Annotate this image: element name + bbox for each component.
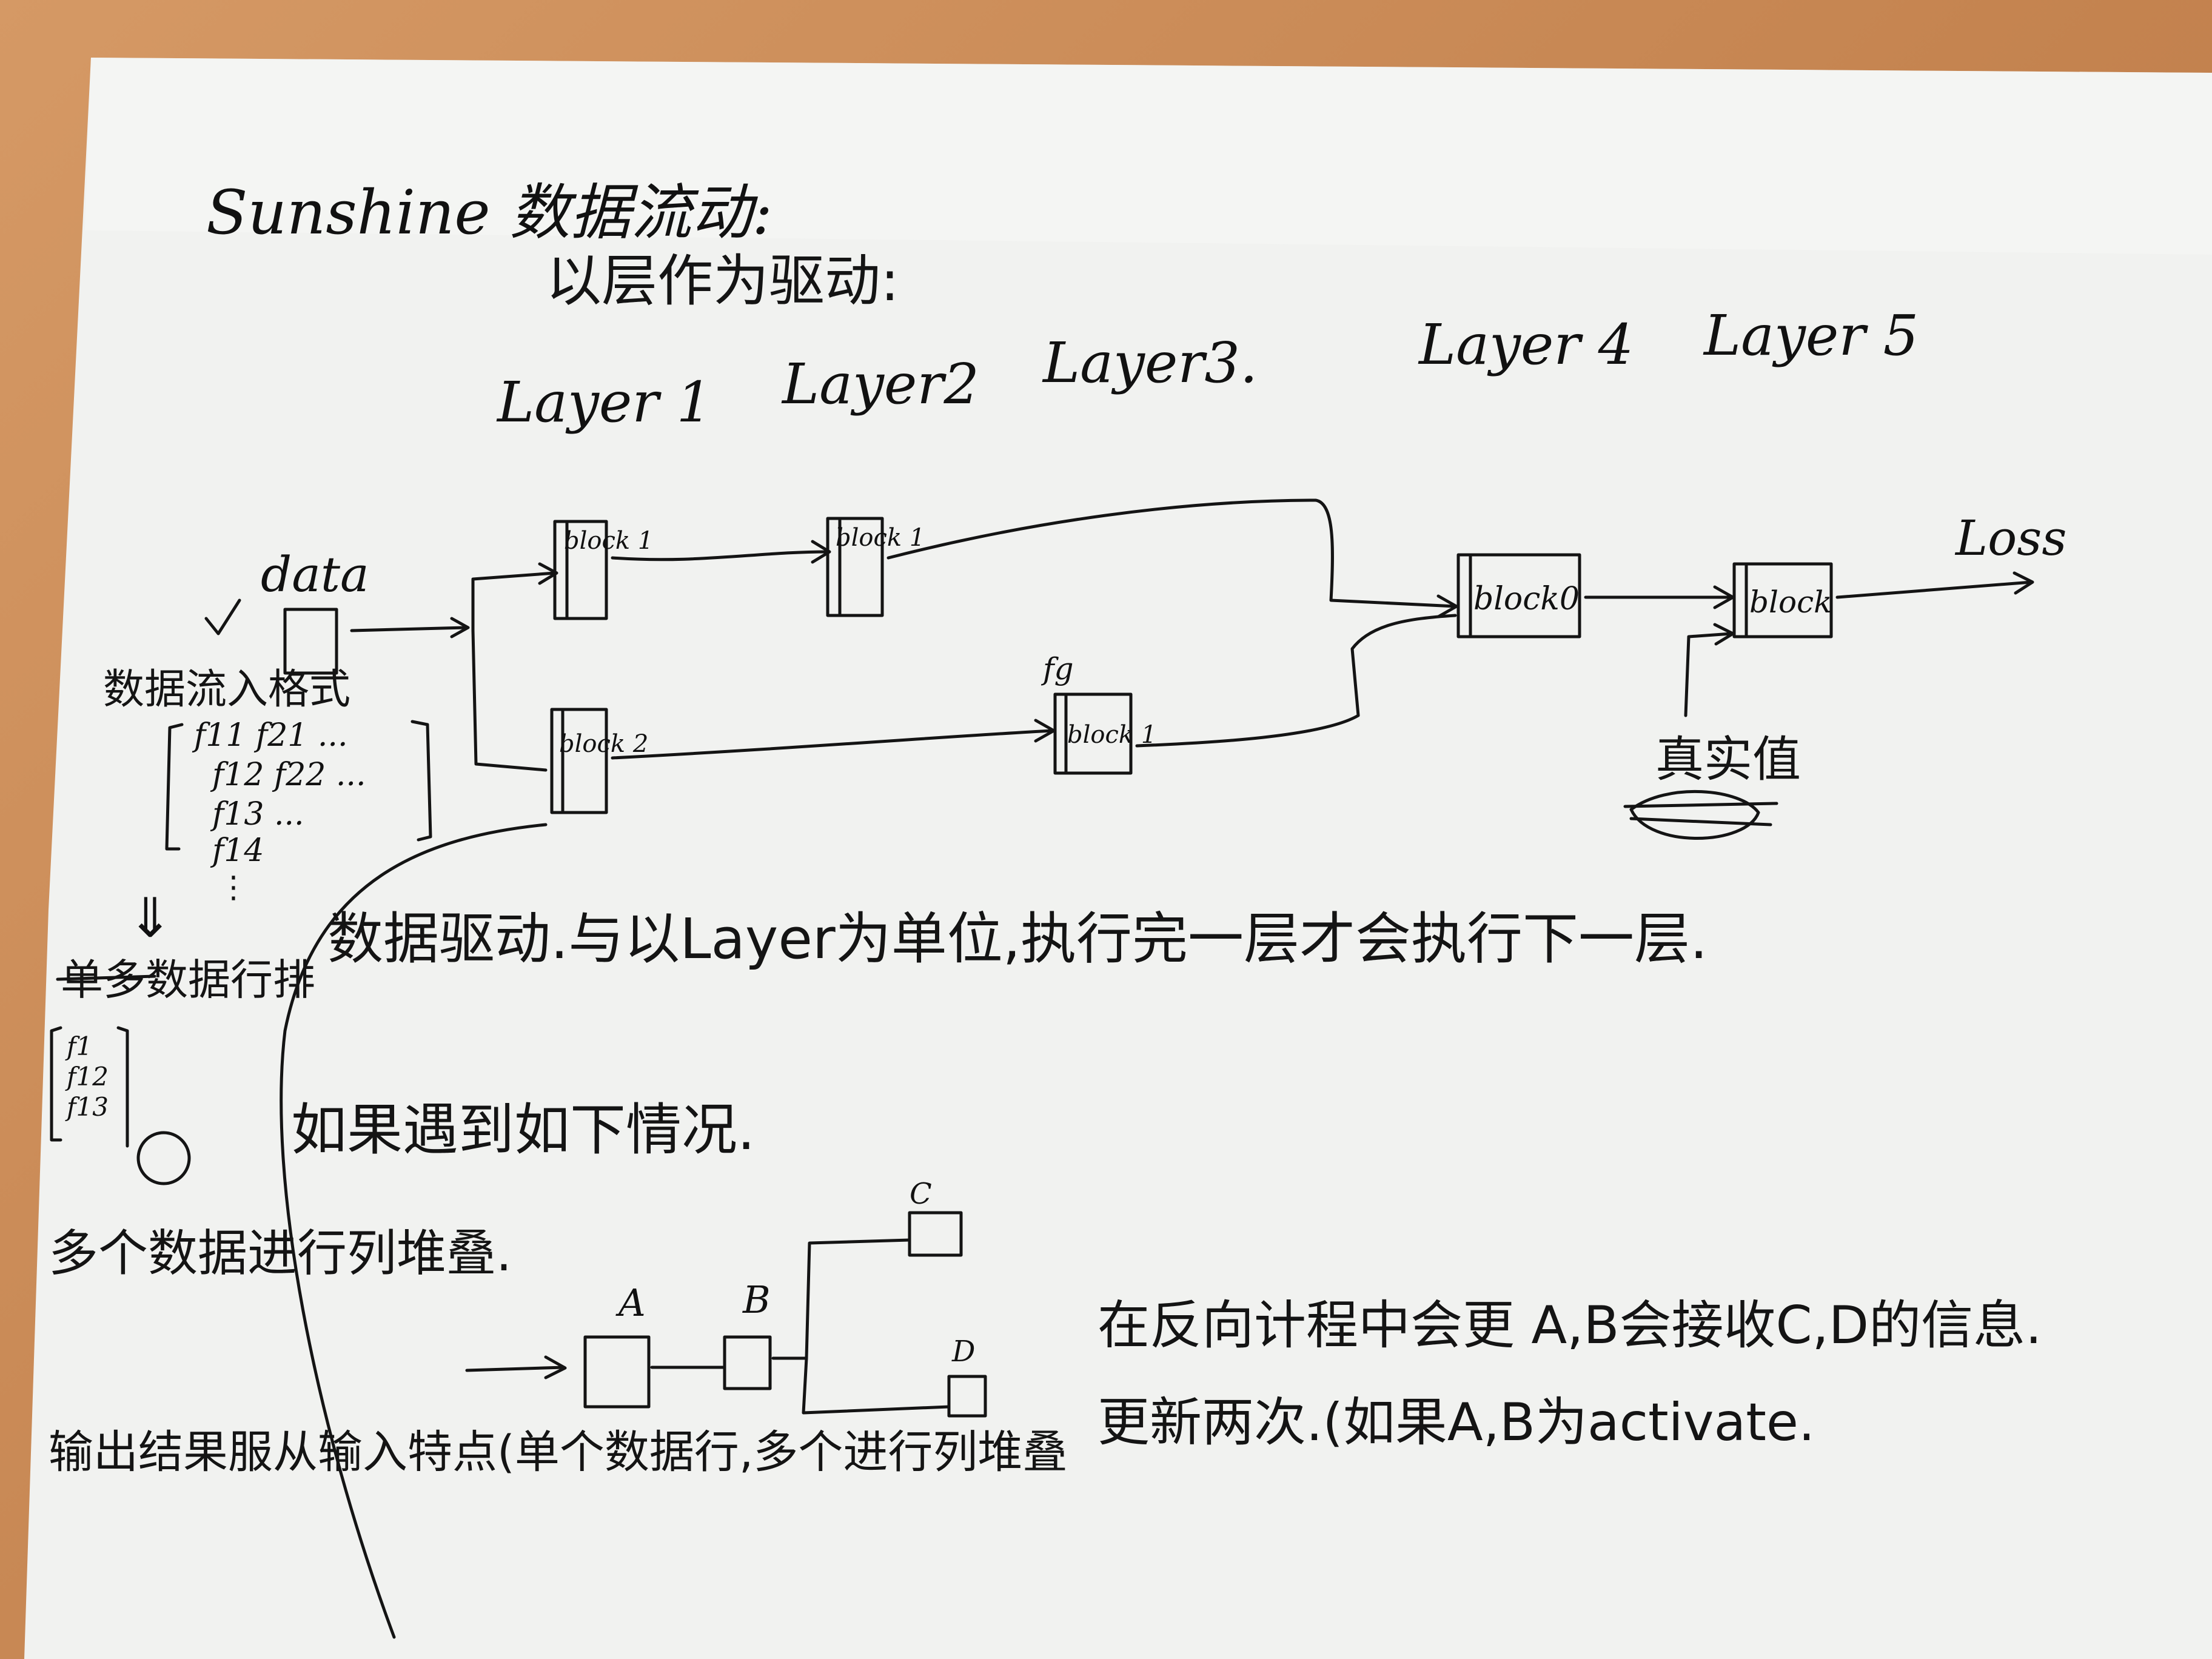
data-node	[283, 608, 338, 675]
check-mark	[204, 598, 241, 635]
block-layer2	[826, 517, 884, 617]
node-a-label: A	[615, 1281, 646, 1325]
matrix-ellipsis: ⋮	[218, 870, 249, 905]
block-layer3	[1053, 692, 1133, 775]
reverse-note-line-1: 在反向计程中会更 A,B会接收C,D的信息.	[1098, 1295, 2042, 1356]
diagram-title: Sunshine 数据流动:	[206, 177, 773, 248]
node-a	[583, 1335, 651, 1409]
multi-data-text: 多个数据进行列堆叠.	[49, 1225, 512, 1282]
data-label: data	[261, 546, 369, 603]
block1-layer1-label: block 1	[564, 527, 653, 555]
edge-truth-to-layer5	[1684, 632, 1733, 717]
data-driven-note: 数据驱动.与以Layer为单位,执行完一层才会执行下一层.	[327, 907, 1708, 971]
block-layer5	[1732, 562, 1833, 638]
block1-layer1	[553, 520, 608, 620]
matrix-row-4: f14	[210, 833, 264, 869]
input-format-label: 数据流入格式	[103, 666, 350, 714]
layer-label-2: Layer2	[781, 352, 979, 417]
block2-layer1	[550, 708, 608, 814]
output-result-text: 输出结果服从输入特点(单个数据行,多个进行列堆叠	[49, 1426, 1067, 1478]
node-d-label: D	[951, 1335, 975, 1369]
matrix-row-2: f12 f22 ...	[210, 757, 366, 793]
edge-layer2-to-block0	[886, 498, 1457, 608]
example-input-arrow	[465, 1366, 566, 1372]
matrix-row-3: f13 ...	[210, 796, 304, 833]
circle-mark	[136, 1131, 191, 1185]
node-b	[723, 1335, 772, 1390]
block0-label: block0	[1473, 581, 1580, 617]
edge-b-to-d	[802, 1356, 951, 1415]
edge-split-to-block2	[471, 629, 548, 772]
node-d	[947, 1375, 987, 1418]
edge-split-to-block1	[471, 571, 557, 632]
block-layer5-label: block	[1749, 585, 1832, 620]
loss-label: Loss	[1954, 510, 2066, 566]
situation-note: 如果遇到如下情况.	[291, 1098, 755, 1162]
node-c-label: C	[910, 1177, 932, 1211]
edge-layer5-to-loss	[1835, 580, 2033, 599]
node-b-label: B	[742, 1278, 771, 1322]
diagram-subtitle: 以层作为驱动:	[546, 249, 899, 313]
block0-layer4	[1456, 553, 1581, 638]
matrix-bracket-right	[411, 720, 432, 842]
mini-matrix-bracket	[50, 1026, 62, 1142]
mini-matrix-row-2: f12	[65, 1062, 109, 1091]
mini-matrix-row-3: f13	[65, 1092, 109, 1122]
matrix-bracket-left	[165, 723, 184, 851]
edge-data-to-split	[350, 626, 469, 632]
layer-label-3: Layer3.	[1042, 330, 1258, 395]
true-value-label: 真实值	[1655, 731, 1801, 788]
paper-surface	[24, 58, 2212, 1659]
block2-layer1-label: block 2	[559, 730, 648, 758]
matrix-row-1: f11 f21 ...	[192, 717, 347, 754]
edge-layer3-to-block0	[1135, 614, 1457, 748]
single-data-text: 单多数据行排	[61, 955, 315, 1005]
node-c	[908, 1211, 963, 1257]
layer-label-1: Layer 1	[496, 370, 712, 435]
mini-matrix-row-1: f1	[65, 1031, 92, 1061]
layer-label-4: Layer 4	[1418, 312, 1634, 377]
fg-label: fg	[1041, 651, 1074, 686]
reverse-note-line-2: 更新两次.(如果A,B为activate.	[1098, 1392, 1815, 1453]
scribble-struck-text	[1629, 789, 1760, 840]
edge-block2-to-layer3	[611, 729, 1054, 760]
double-down-arrow: ⇓	[127, 886, 173, 950]
edge-block1-to-layer2	[611, 550, 830, 561]
layer-label-5: Layer 5	[1703, 303, 1919, 368]
divider-curve	[280, 823, 548, 1639]
block-layer2-label: block 1	[836, 524, 925, 552]
edge-b-to-c	[771, 1238, 911, 1360]
